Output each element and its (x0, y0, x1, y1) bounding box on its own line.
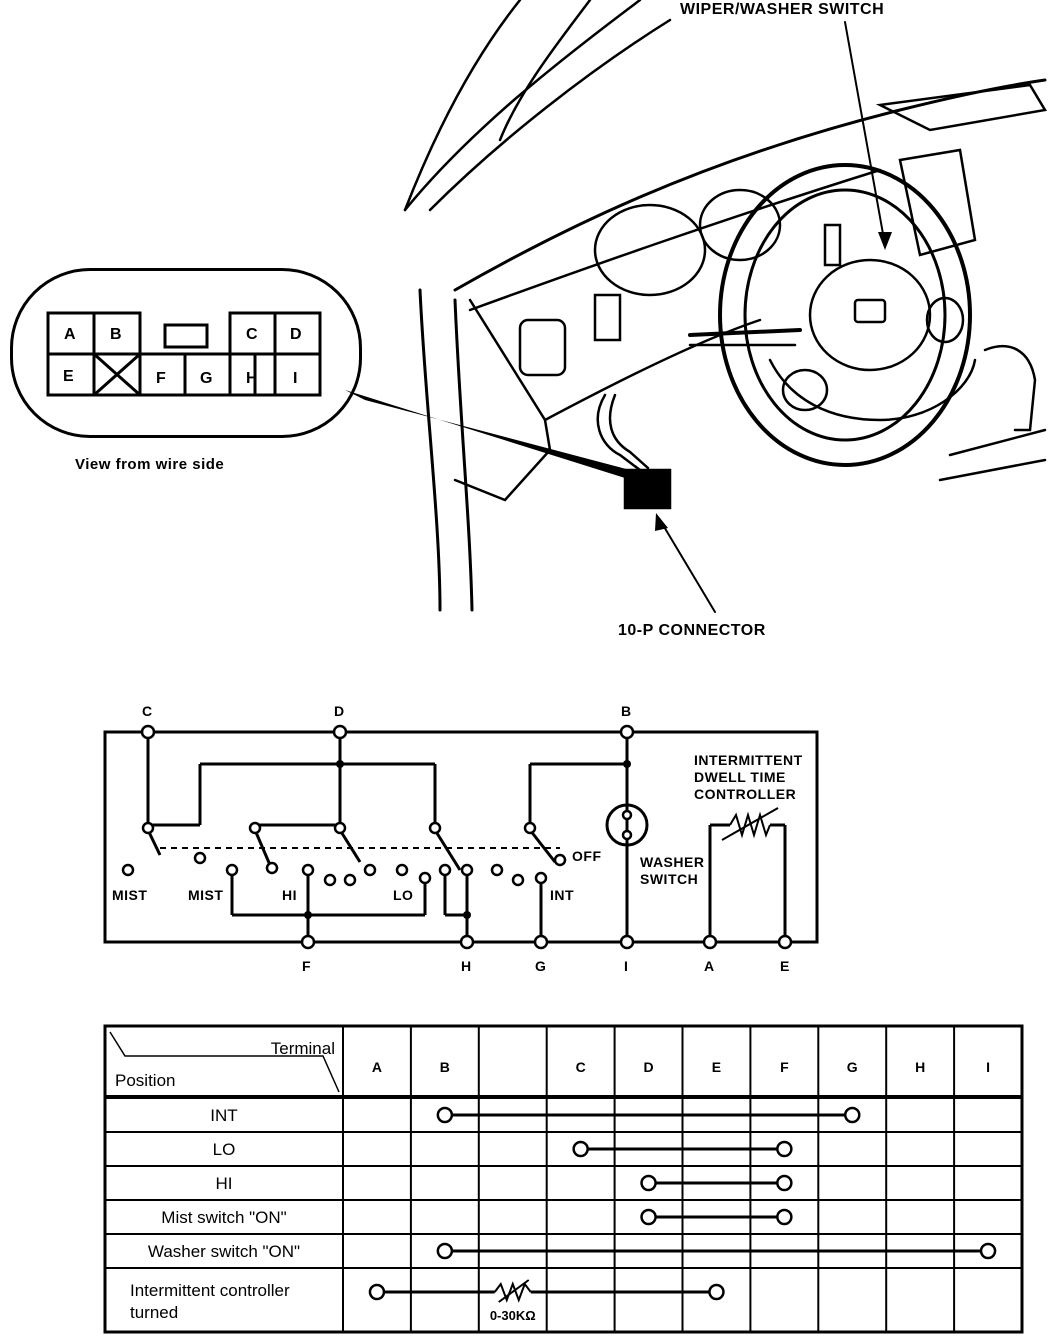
continuity-terminal (640, 1174, 657, 1192)
view-label: View from wire side (75, 456, 225, 473)
continuity-terminal (776, 1140, 793, 1158)
continuity-terminal (436, 1106, 454, 1124)
row-label: INT (210, 1106, 237, 1125)
column-header-C: C (576, 1059, 586, 1075)
label-washer-1: WASHER (640, 854, 705, 870)
column-header-D: D (643, 1059, 653, 1075)
pin-F: F (156, 370, 167, 387)
label-controller-2: DWELL TIME (694, 769, 786, 785)
pin-I: I (293, 370, 298, 387)
row-label: Intermittent controller (130, 1281, 290, 1300)
continuity-terminal (572, 1140, 589, 1158)
term-top-D: D (334, 703, 345, 719)
term-bot-G: G (535, 958, 547, 974)
switch-schematic (103, 724, 819, 950)
label-washer-2: SWITCH (640, 871, 699, 887)
row-label: Mist switch "ON" (161, 1208, 286, 1227)
label-hi: HI (282, 887, 297, 903)
column-header-F: F (780, 1059, 789, 1075)
header-diagonal (109, 1031, 340, 1093)
label-mist-1: MIST (112, 887, 148, 903)
pin-E: E (63, 368, 75, 385)
header-position: Position (115, 1071, 175, 1090)
continuity-terminal (844, 1106, 861, 1124)
connector-face (46, 311, 322, 397)
label-off: OFF (572, 848, 602, 864)
row-label: HI (216, 1174, 233, 1193)
continuity-terminal (436, 1242, 454, 1260)
column-header-G: G (847, 1059, 858, 1075)
term-bot-F: F (302, 958, 312, 974)
term-top-B: B (621, 703, 632, 719)
pin-G: G (200, 370, 213, 387)
term-bot-H: H (461, 958, 472, 974)
row-label: Washer switch "ON" (148, 1242, 300, 1261)
column-header-H: H (915, 1059, 925, 1075)
continuity-terminal (708, 1283, 725, 1301)
term-bot-E: E (780, 958, 790, 974)
pin-C: C (246, 326, 259, 343)
label-controller-1: INTERMITTENT (694, 752, 803, 768)
variable-arrow (498, 1279, 530, 1303)
dashboard-illustration (345, 0, 1048, 613)
continuity-terminal (640, 1208, 657, 1226)
continuity-terminal (776, 1174, 793, 1192)
continuity-terminal (368, 1283, 386, 1301)
column-header-A: A (372, 1059, 382, 1075)
label-lo: LO (393, 887, 414, 903)
term-top-C: C (142, 703, 153, 719)
label-mist-2: MIST (188, 887, 224, 903)
continuity-terminal (979, 1242, 997, 1260)
label-controller-3: CONTROLLER (694, 786, 797, 802)
label-int: INT (550, 887, 575, 903)
continuity-terminal (776, 1208, 793, 1226)
pin-H: H (246, 370, 259, 387)
term-bot-I: I (624, 958, 629, 974)
row-label: turned (130, 1303, 178, 1322)
connector-callout (10, 268, 362, 438)
column-header-I: I (986, 1059, 990, 1075)
term-bot-A: A (704, 958, 715, 974)
row-label: LO (213, 1140, 236, 1159)
switch-label: WIPER/WASHER SWITCH (680, 1, 885, 18)
column-header-E: E (712, 1059, 721, 1075)
pin-B: B (110, 326, 123, 343)
pin-D: D (290, 326, 303, 343)
pin-A: A (64, 326, 77, 343)
column-header-B: B (440, 1059, 450, 1075)
header-terminal: Terminal (271, 1039, 335, 1058)
resistance-label: 0-30KΩ (490, 1308, 536, 1323)
connector-label: 10-P CONNECTOR (618, 622, 766, 639)
